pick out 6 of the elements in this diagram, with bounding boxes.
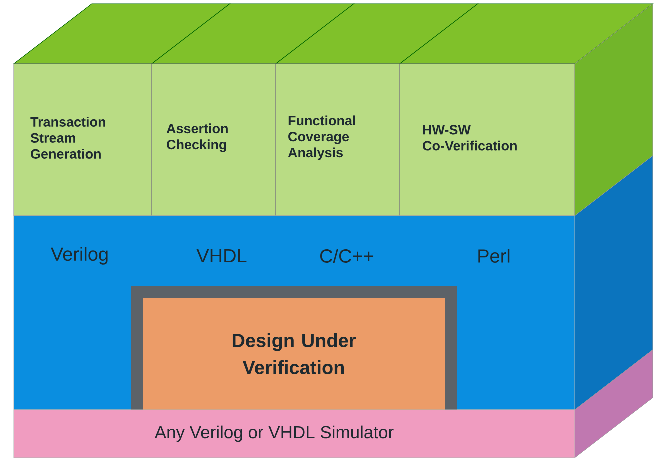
- tool-box: Transaction Stream Generation: [14, 64, 152, 216]
- simulator-layer: Any Verilog or VHDL Simulator: [14, 410, 576, 458]
- tool-box: HW-SW Co-Verification: [400, 64, 576, 216]
- tool-box: Functional Coverage Analysis: [276, 64, 400, 216]
- design-box: Design Under Verification: [131, 286, 457, 410]
- tool-box: Assertion Checking: [152, 64, 276, 216]
